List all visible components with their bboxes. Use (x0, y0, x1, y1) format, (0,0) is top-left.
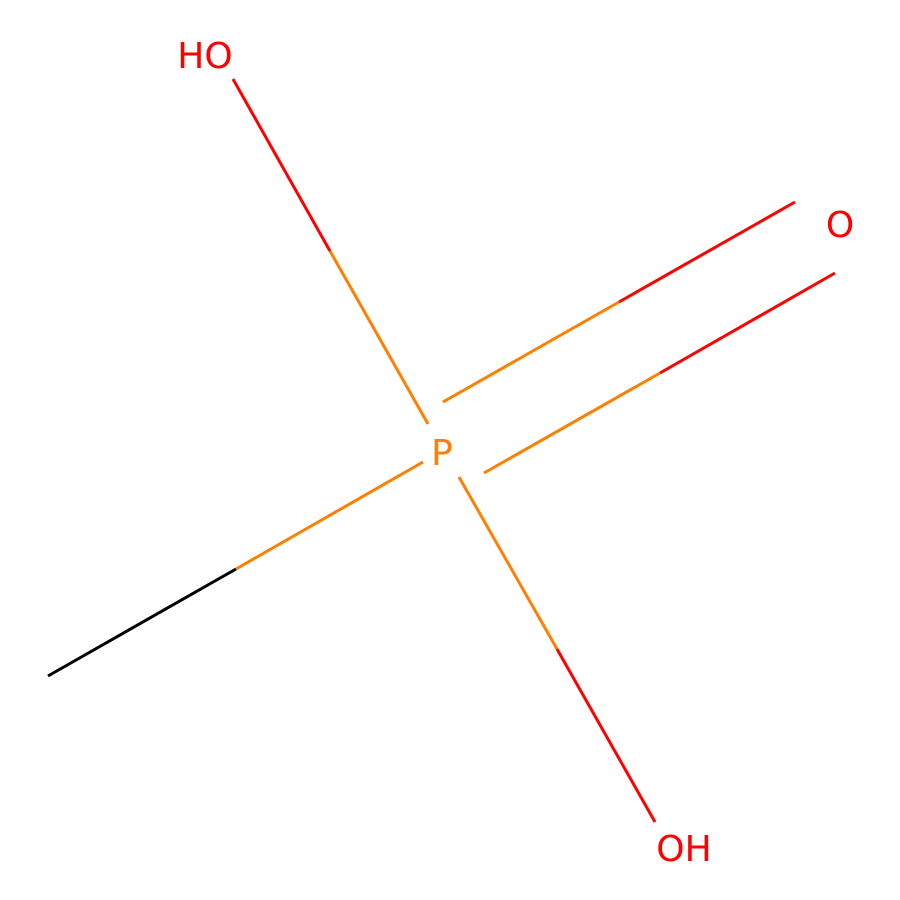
atom-phosphorus-label: P (431, 433, 453, 474)
atom-hydroxyl-top-label: HO (177, 36, 232, 77)
atom-hydroxyl-bottom-label: OH (656, 829, 711, 870)
bond-p-oh-top (231, 78, 430, 425)
atom-oxygen-double-label: O (826, 205, 854, 246)
bond-c-p (47, 460, 424, 678)
bond-p-o-double (442, 200, 836, 475)
bond-p-oh-bottom (457, 476, 657, 823)
